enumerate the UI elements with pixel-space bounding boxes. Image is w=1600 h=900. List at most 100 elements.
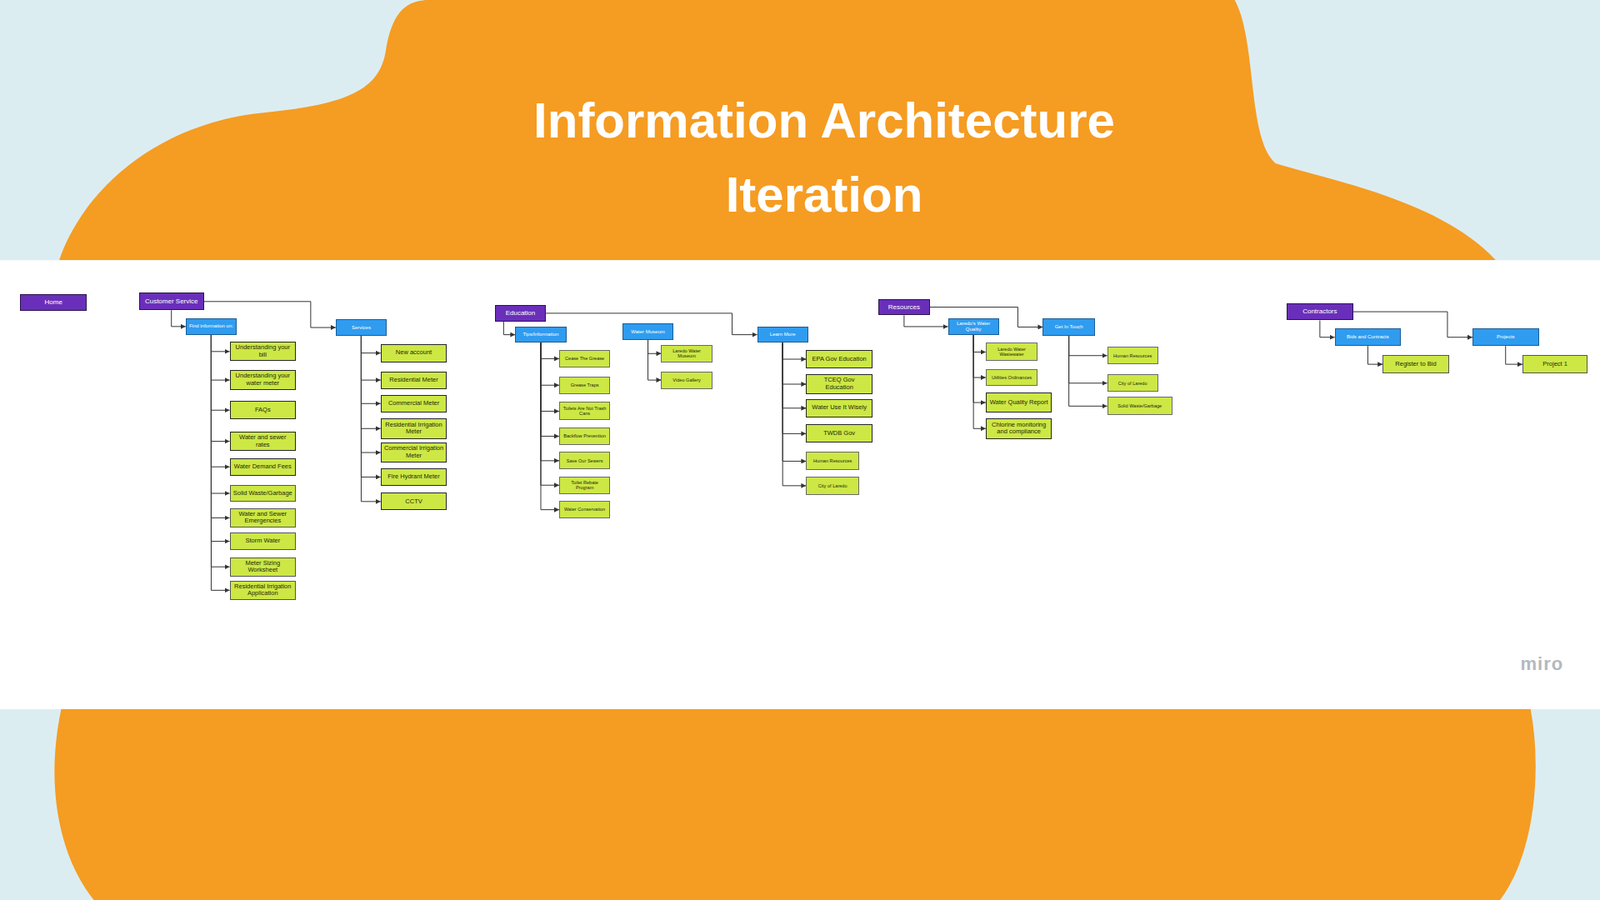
- page-box: TWDB Gov: [805, 424, 873, 443]
- connector: [1505, 345, 1523, 365]
- box-label: Water Demand Fees: [234, 463, 292, 471]
- category-box: Tips/Information: [515, 326, 566, 344]
- page-box: Backflow Prevention: [559, 427, 610, 445]
- box-label: Fire Hydrant Meter: [387, 473, 440, 481]
- page-box: Residential Irrigation Application: [230, 580, 297, 600]
- box-label: Toilets Are Not Trash Cans: [562, 405, 607, 417]
- page-box: Residential Meter: [380, 371, 448, 390]
- box-label: Laredo Water Museum: [664, 348, 709, 360]
- box-label: Water Quality Report: [990, 399, 1049, 407]
- page-box: CCTV: [380, 492, 448, 510]
- connector: [360, 335, 380, 453]
- box-label: Residential Irrigation Meter: [384, 421, 445, 436]
- connector: [973, 335, 986, 403]
- box-label: Solid Waste/Garbage: [233, 490, 293, 498]
- box-label: Laredo Water Wastewater: [989, 346, 1035, 358]
- section-box: Customer Service: [139, 292, 205, 310]
- page-box: Project 1: [1522, 355, 1588, 374]
- connector: [210, 335, 230, 381]
- page-box: Laredo Water Wastewater: [985, 342, 1038, 361]
- box-label: Utilities Ordinances: [991, 375, 1032, 380]
- connector: [648, 340, 662, 380]
- box-label: Find information on:: [189, 323, 234, 330]
- section-box: Contractors: [1286, 303, 1354, 321]
- page-box: Human Resources: [805, 451, 860, 470]
- orange-blob: [54, 709, 1535, 900]
- box-label: Water Use It Wisely: [811, 404, 867, 412]
- box-label: Customer Service: [145, 297, 199, 305]
- page-box: Water Conservation: [559, 500, 610, 519]
- category-box: Bids and Contracts: [1335, 328, 1402, 346]
- page-box: Meter Sizing Worksheet: [230, 557, 297, 577]
- connector: [1069, 335, 1108, 356]
- box-label: Understanding your water meter: [233, 372, 294, 387]
- box-label: EPA Gov Education: [811, 355, 866, 364]
- box-label: Grease Traps: [570, 382, 600, 388]
- connector: [973, 335, 986, 378]
- page-box: Chlorine monitoring and compliance: [985, 418, 1053, 439]
- connector: [1069, 335, 1108, 406]
- box-label: Toilet Rebate Program: [562, 480, 607, 491]
- page-box: TCEQ Gov Education: [805, 374, 873, 394]
- watermark: miro: [1520, 653, 1564, 675]
- page-box: EPA Gov Education: [805, 350, 873, 369]
- box-label: City of Laredo: [818, 483, 848, 489]
- connector: [540, 342, 560, 485]
- page-box: Save Our Sewers: [559, 451, 610, 470]
- connector: [1367, 345, 1383, 365]
- box-label: Chlorine monitoring and compliance: [989, 421, 1050, 436]
- section-box: Education: [495, 305, 546, 322]
- connector: [540, 342, 560, 510]
- connector: [782, 342, 806, 434]
- box-label: FAQs: [255, 406, 271, 415]
- connector: [210, 335, 230, 442]
- connector: [210, 335, 230, 411]
- orange-blob: [59, 0, 1496, 260]
- page-box: Understanding your bill: [230, 341, 297, 361]
- page-box: Toilets Are Not Trash Cans: [559, 401, 610, 420]
- connector: [782, 342, 806, 360]
- connector: [540, 342, 560, 436]
- connector: [360, 335, 380, 478]
- box-label: Education: [505, 309, 536, 317]
- box-label: Contractors: [1302, 307, 1337, 315]
- page-box: Commercial Meter: [380, 395, 448, 413]
- connector: [210, 335, 230, 494]
- section-box: Home: [20, 294, 87, 312]
- connector: [1069, 335, 1108, 384]
- connector: [540, 342, 560, 359]
- white-board: [0, 260, 1600, 710]
- box-label: TWDB Gov: [823, 430, 855, 438]
- box-label: Solid Waste/Garbage: [1117, 403, 1162, 409]
- box-label: Project 1: [1542, 360, 1568, 369]
- category-box: Water Museum: [622, 323, 674, 340]
- connector: [360, 335, 380, 380]
- box-label: Residential Irrigation Application: [233, 583, 294, 598]
- box-label: Commercial Meter: [388, 400, 440, 408]
- category-box: Learn More: [757, 326, 809, 344]
- connector: [1320, 320, 1335, 337]
- connector: [360, 335, 380, 354]
- box-label: Water Conservation: [564, 506, 605, 512]
- box-label: Video Gallery: [672, 377, 700, 383]
- page-box: Water Use It Wisely: [805, 399, 873, 418]
- connector: [360, 335, 380, 502]
- page-box: Water Demand Fees: [230, 458, 297, 476]
- category-box: Projects: [1472, 328, 1540, 346]
- box-label: Human Resources: [813, 458, 852, 464]
- connector: [540, 342, 560, 385]
- box-label: Residential Meter: [389, 376, 438, 385]
- box-label: Tips/Information: [523, 331, 560, 338]
- box-label: Resources: [888, 303, 920, 311]
- connector: [973, 335, 986, 353]
- box-label: Learn More: [770, 331, 796, 338]
- box-label: Register to Bid: [1395, 360, 1436, 369]
- box-label: Water and sewer rates: [233, 434, 294, 449]
- box-label: New account: [395, 349, 432, 357]
- box-label: Save Our Sewers: [566, 458, 604, 464]
- box-label: Understanding your bill: [233, 344, 294, 359]
- box-label: Projects: [1496, 334, 1515, 340]
- connector: [210, 335, 230, 568]
- page-box: City of Laredo: [805, 476, 860, 495]
- page-box: New account: [380, 344, 448, 363]
